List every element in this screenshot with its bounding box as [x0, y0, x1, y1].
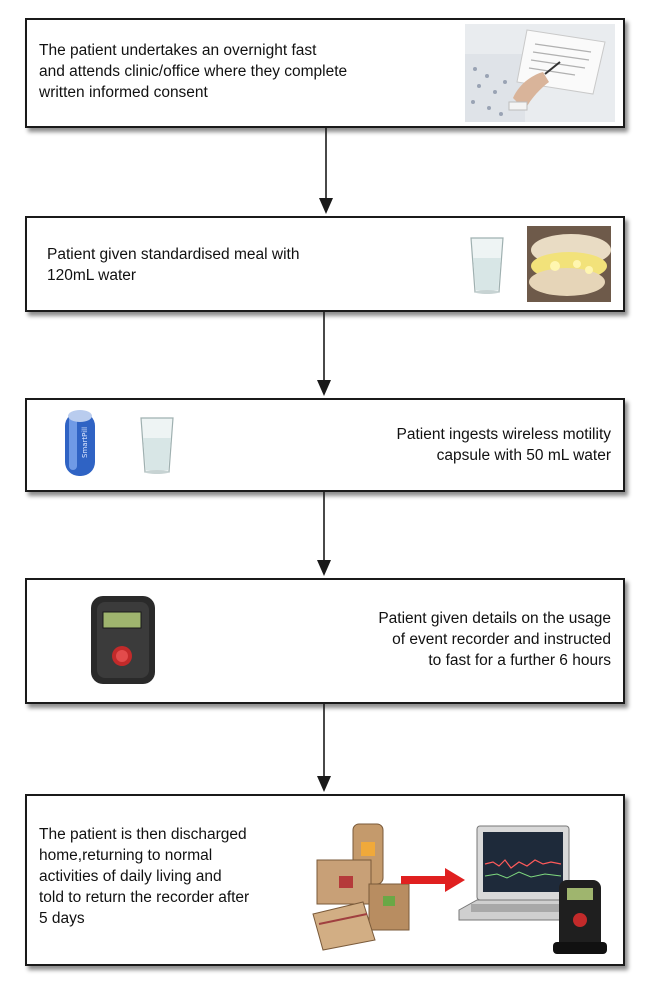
- step-2-text: Patient given standardised meal with 120…: [47, 244, 299, 286]
- water-glass-icon: [140, 417, 174, 474]
- step-3-line-2: capsule with 50 mL water: [436, 447, 611, 464]
- step-5-line-4: told to return the recorder after: [39, 889, 250, 906]
- step-5-box: The patient is then discharged home,retu…: [25, 794, 625, 966]
- step-1-line-3: written informed consent: [39, 84, 208, 101]
- step-2-line-1: Patient given standardised meal with: [47, 246, 300, 263]
- step-3-text: Patient ingests wireless motility capsul…: [397, 424, 612, 466]
- water-glass-icon: [470, 237, 504, 294]
- step-2-box: Patient given standardised meal with 120…: [25, 216, 625, 312]
- step-5-line-1: The patient is then discharged: [39, 826, 247, 843]
- svg-text:SmartPill: SmartPill: [81, 427, 89, 458]
- laptop-recorder-dock-icon: [458, 825, 607, 954]
- egg-sandwich-photo: [527, 226, 611, 302]
- step-4-text: Patient given details on the usage of ev…: [378, 608, 611, 671]
- return-packages-icon: [312, 823, 410, 951]
- step-4-line-1: Patient given details on the usage: [378, 610, 611, 627]
- step-1-box: The patient undertakes an overnight fast…: [25, 18, 625, 128]
- motility-capsule-icon: SmartPill: [65, 410, 95, 476]
- step-4-box: Patient given details on the usage of ev…: [25, 578, 625, 704]
- step-5-line-2: home,returning to normal: [39, 847, 213, 864]
- step-4-line-2: of event recorder and instructed: [392, 631, 611, 648]
- step-1-text: The patient undertakes an overnight fast…: [39, 40, 347, 103]
- flow-arrow-1: [319, 128, 333, 214]
- flow-arrow-4: [317, 704, 331, 792]
- step-5-line-5: 5 days: [39, 910, 85, 927]
- step-4-line-3: to fast for a further 6 hours: [428, 652, 611, 669]
- step-3-line-1: Patient ingests wireless motility: [396, 426, 612, 443]
- step-2-line-2: 120mL water: [47, 267, 137, 284]
- step-1-line-2: and attends clinic/office where they com…: [39, 63, 348, 80]
- step-1-line-1: The patient undertakes an overnight fast: [39, 42, 317, 59]
- flow-arrow-3: [317, 492, 331, 576]
- step-5-line-3: activities of daily living and: [39, 868, 222, 885]
- patient-signing-consent-photo: [465, 24, 615, 122]
- step-5-text: The patient is then discharged home,retu…: [39, 824, 249, 929]
- event-recorder-icon: [91, 596, 155, 684]
- step-3-box: SmartPill Patient ingests wireless motil…: [25, 398, 625, 492]
- flow-arrow-2: [317, 312, 331, 396]
- red-arrow-icon: [401, 868, 465, 892]
